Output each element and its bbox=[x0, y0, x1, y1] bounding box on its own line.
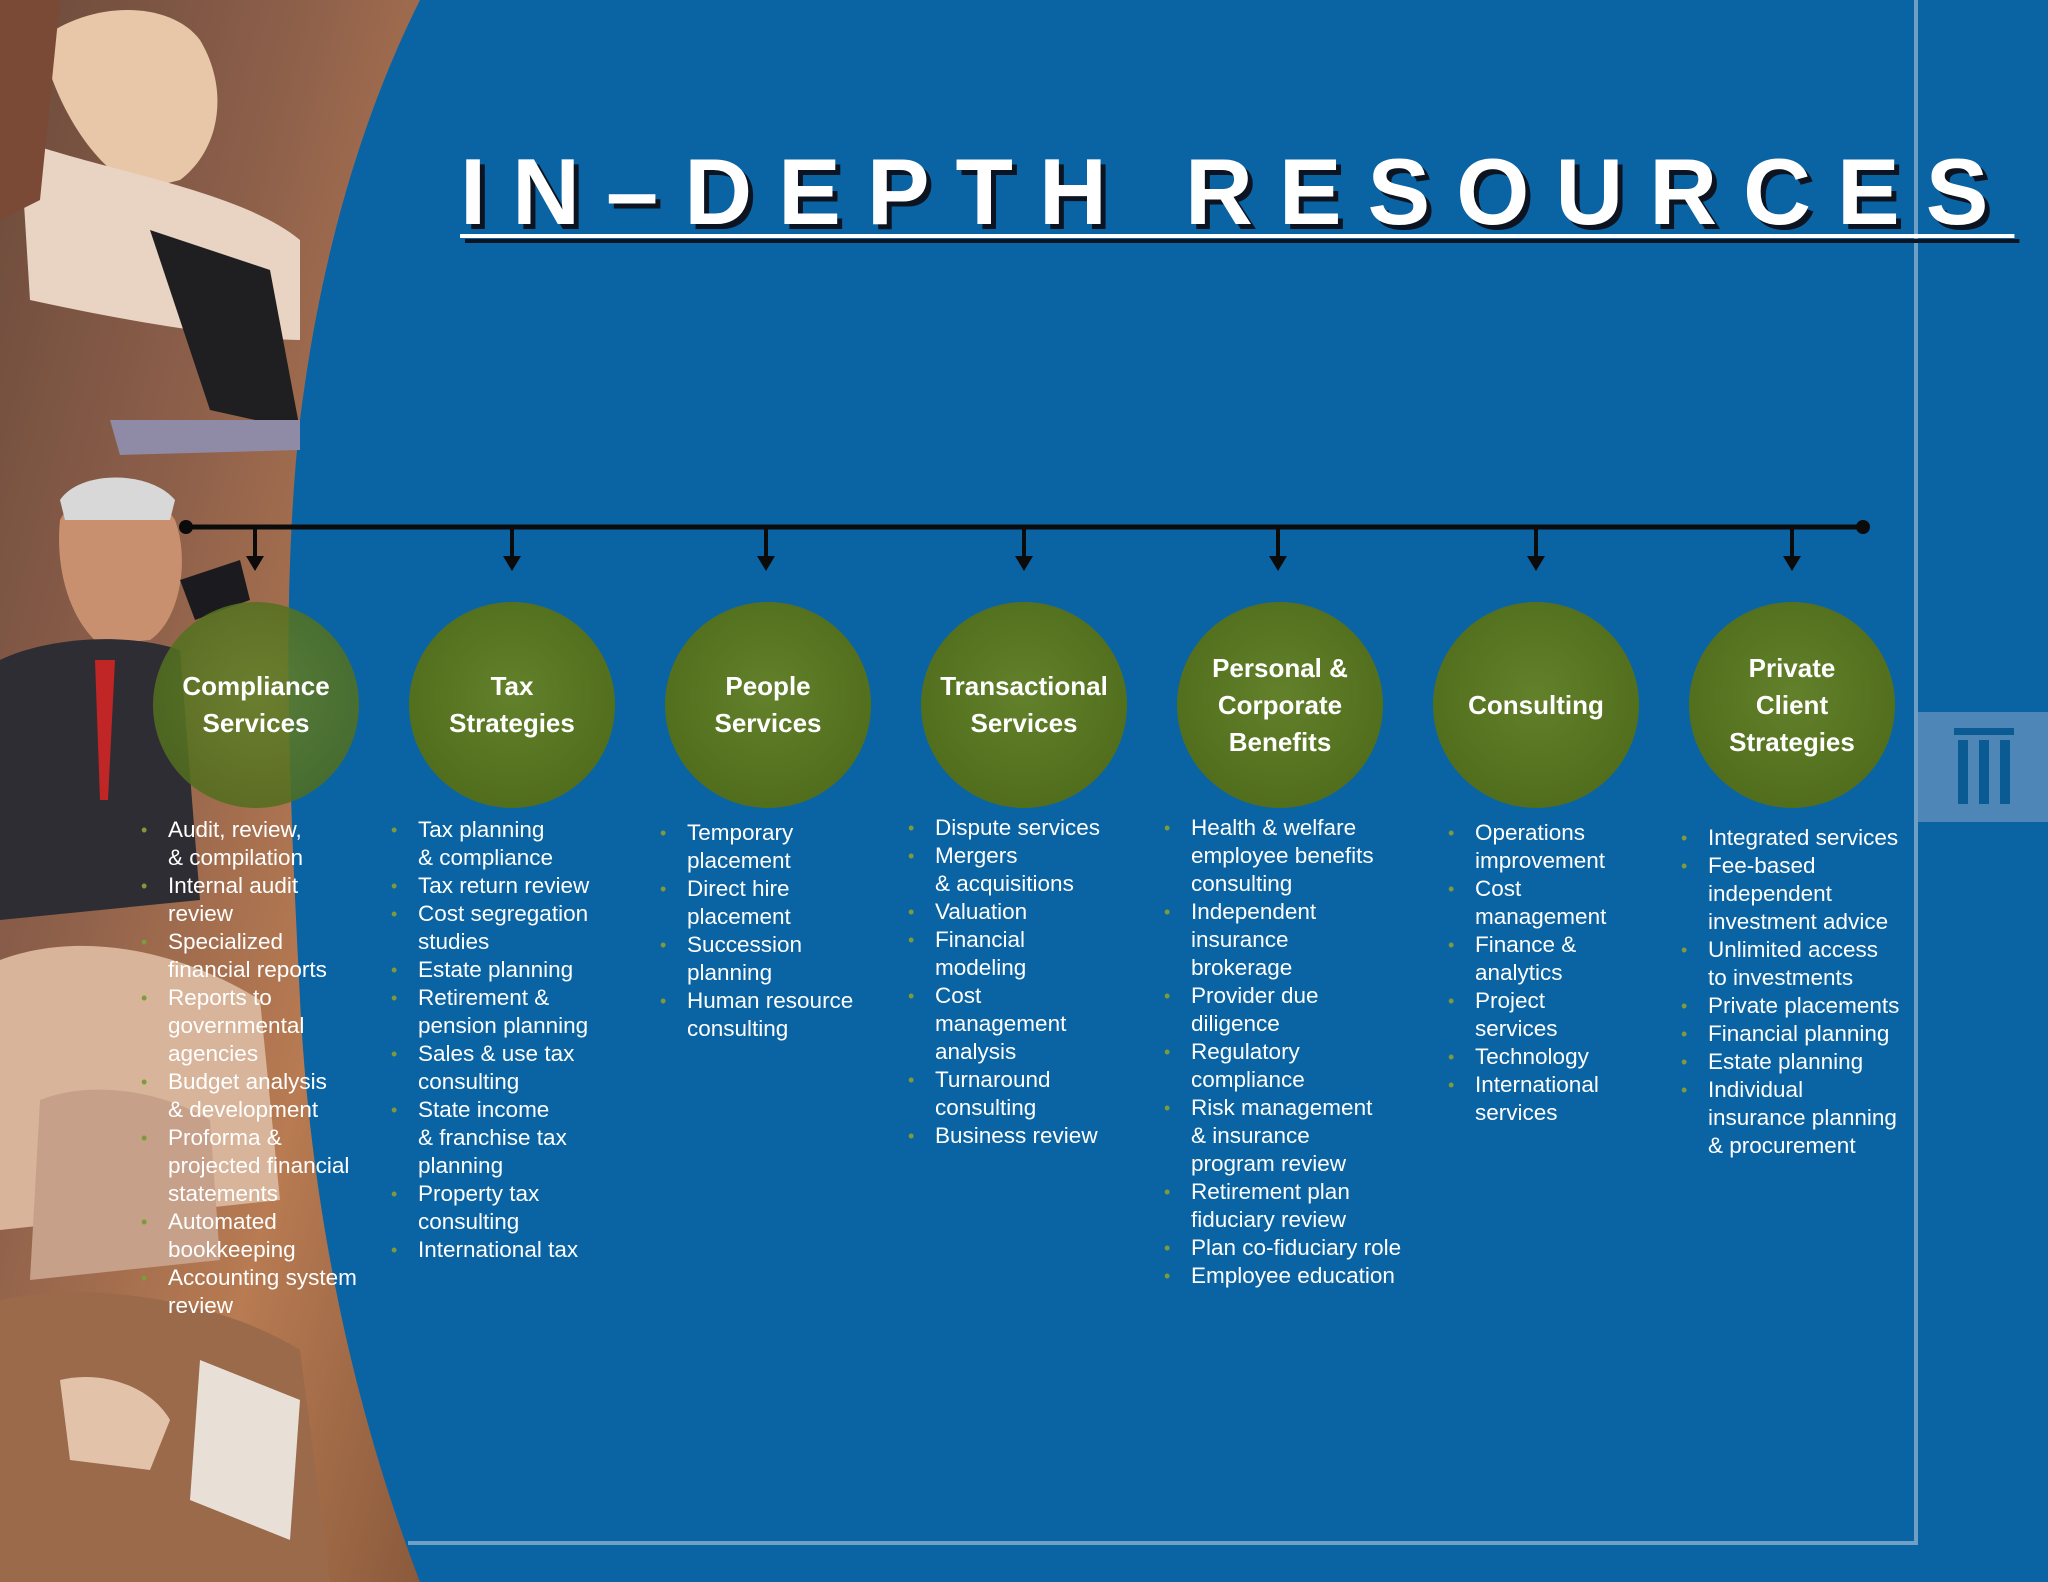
list-people-services: Temporary placement Direct hire placemen… bbox=[660, 819, 900, 1043]
list-item: Internal audit review bbox=[141, 872, 381, 928]
list-item: Employee education bbox=[1164, 1262, 1434, 1290]
category-private-client-strategies: Private Client Strategies bbox=[1689, 602, 1895, 808]
list-item: Provider due diligence bbox=[1164, 982, 1434, 1038]
connector-end-dot bbox=[1856, 520, 1870, 534]
connector-start-dot bbox=[179, 520, 193, 534]
list-item: Turnaround consulting bbox=[908, 1066, 1148, 1122]
list-item: Cost management bbox=[1448, 875, 1668, 931]
category-label: Personal & Corporate Benefits bbox=[1212, 652, 1348, 757]
list-item: Health & welfare employee benefits consu… bbox=[1164, 814, 1434, 898]
page-title: IN–DEPTH RESOURCES bbox=[460, 139, 2015, 244]
list-item: Proforma & projected financial statement… bbox=[141, 1124, 381, 1208]
list-item: Tax return review bbox=[391, 872, 631, 900]
list-item: Independent insurance brokerage bbox=[1164, 898, 1434, 982]
list-item: Mergers & acquisitions bbox=[908, 842, 1148, 898]
category-label: Private Client Strategies bbox=[1729, 652, 1855, 757]
list-item: Sales & use tax consulting bbox=[391, 1040, 631, 1096]
arrow-private-client bbox=[1783, 527, 1801, 571]
category-label: Tax Strategies bbox=[449, 671, 575, 738]
list-item: Dispute services bbox=[908, 814, 1148, 842]
list-item: Tax planning & compliance bbox=[391, 816, 631, 872]
arrow-consulting bbox=[1527, 527, 1545, 571]
list-transactional-services: Dispute services Mergers & acquisitions … bbox=[908, 814, 1148, 1150]
list-item: Finance & analytics bbox=[1448, 931, 1668, 987]
list-item: Valuation bbox=[908, 898, 1148, 926]
arrow-benefits bbox=[1269, 527, 1287, 571]
category-label: Compliance Services bbox=[182, 671, 330, 738]
list-private-client-strategies: Integrated services Fee-based independen… bbox=[1681, 824, 1931, 1160]
list-tax-strategies: Tax planning & compliance Tax return rev… bbox=[391, 816, 631, 1264]
category-transactional-services: Transactional Services bbox=[921, 602, 1127, 808]
list-item: Succession planning bbox=[660, 931, 900, 987]
frame-bottom-line bbox=[408, 1541, 1918, 1545]
list-item: State income & franchise tax planning bbox=[391, 1096, 631, 1180]
list-item: International services bbox=[1448, 1071, 1668, 1127]
list-item: Property tax consulting bbox=[391, 1180, 631, 1236]
list-item: Operations improvement bbox=[1448, 819, 1668, 875]
list-item: Reports to governmental agencies bbox=[141, 984, 381, 1068]
list-item: International tax bbox=[391, 1236, 631, 1264]
list-item: Estate planning bbox=[1681, 1048, 1931, 1076]
frame-right-line bbox=[1914, 0, 1918, 1545]
side-tab bbox=[1918, 712, 2048, 822]
list-item: Business review bbox=[908, 1122, 1148, 1150]
arrow-transactional bbox=[1015, 527, 1033, 571]
list-item: Retirement plan fiduciary review bbox=[1164, 1178, 1434, 1234]
list-item: Private placements bbox=[1681, 992, 1931, 1020]
list-item: Human resource consulting bbox=[660, 987, 900, 1043]
list-item: Plan co-fiduciary role bbox=[1164, 1234, 1434, 1262]
list-item: Automated bookkeeping bbox=[141, 1208, 381, 1264]
category-label: Transactional Services bbox=[940, 671, 1108, 738]
list-item: Audit, review, & compilation bbox=[141, 816, 381, 872]
category-compliance-services: Compliance Services bbox=[153, 602, 359, 808]
list-item: Financial modeling bbox=[908, 926, 1148, 982]
arrow-compliance bbox=[246, 527, 264, 571]
list-item: Accounting system review bbox=[141, 1264, 381, 1320]
list-item: Cost segregation studies bbox=[391, 900, 631, 956]
list-compliance-services: Audit, review, & compilation Internal au… bbox=[141, 816, 381, 1320]
list-item: Financial planning bbox=[1681, 1020, 1931, 1048]
category-consulting: Consulting bbox=[1433, 602, 1639, 808]
list-item: Technology bbox=[1448, 1043, 1668, 1071]
category-people-services: People Services bbox=[665, 602, 871, 808]
list-item: Regulatory compliance bbox=[1164, 1038, 1434, 1094]
list-item: Temporary placement bbox=[660, 819, 900, 875]
category-label: Consulting bbox=[1468, 689, 1604, 720]
list-item: Fee-based independent investment advice bbox=[1681, 852, 1931, 936]
arrow-tax bbox=[503, 527, 521, 571]
list-item: Cost management analysis bbox=[908, 982, 1148, 1066]
list-item: Unlimited access to investments bbox=[1681, 936, 1931, 992]
category-tax-strategies: Tax Strategies bbox=[409, 602, 615, 808]
list-item: Risk management & insurance program revi… bbox=[1164, 1094, 1434, 1178]
list-item: Direct hire placement bbox=[660, 875, 900, 931]
category-personal-corporate-benefits: Personal & Corporate Benefits bbox=[1177, 602, 1383, 808]
arrow-people bbox=[757, 527, 775, 571]
list-item: Integrated services bbox=[1681, 824, 1931, 852]
list-item: Specialized financial reports bbox=[141, 928, 381, 984]
list-item: Budget analysis & development bbox=[141, 1068, 381, 1124]
column-pillars-icon bbox=[1954, 728, 2014, 804]
category-label: People Services bbox=[714, 671, 822, 738]
list-item: Individual insurance planning & procurem… bbox=[1681, 1076, 1931, 1160]
list-consulting: Operations improvement Cost management F… bbox=[1448, 819, 1668, 1127]
list-item: Estate planning bbox=[391, 956, 631, 984]
list-personal-corporate-benefits: Health & welfare employee benefits consu… bbox=[1164, 814, 1434, 1290]
list-item: Project services bbox=[1448, 987, 1668, 1043]
list-item: Retirement & pension planning bbox=[391, 984, 631, 1040]
